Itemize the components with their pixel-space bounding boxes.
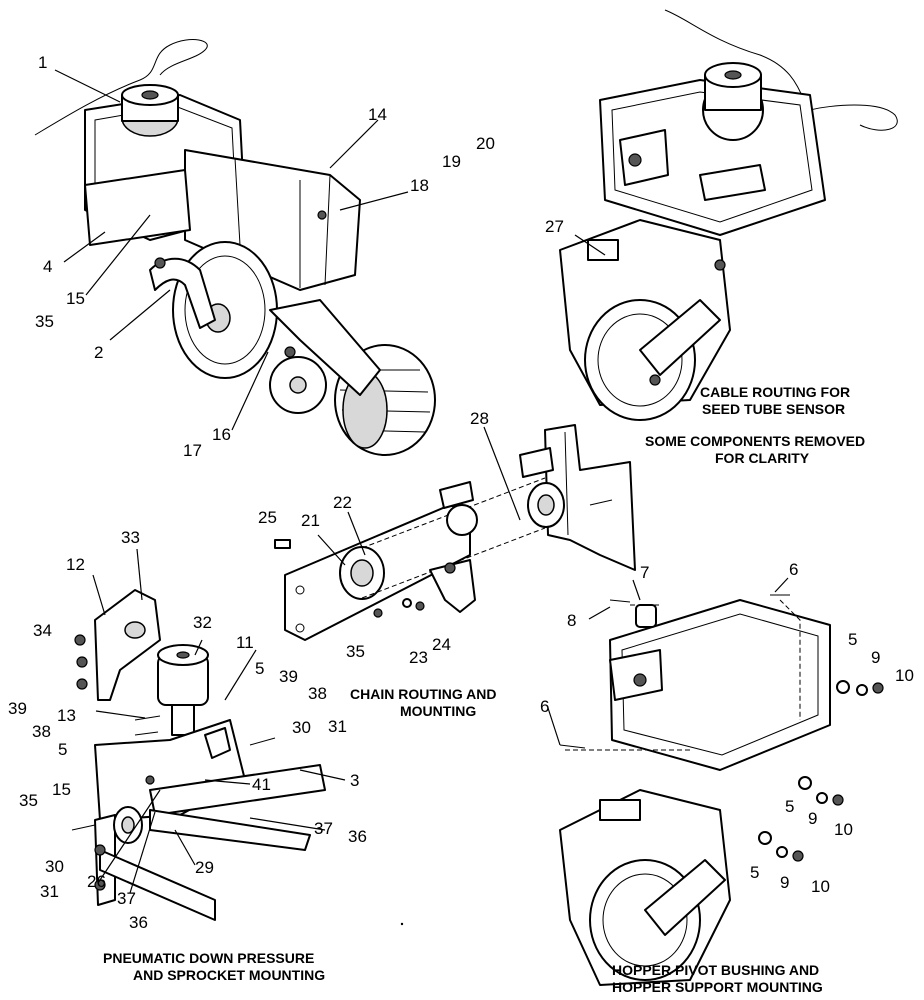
callout-12: 12 — [66, 555, 85, 574]
callout-4: 4 — [43, 257, 53, 276]
callout-27: 27 — [545, 217, 564, 236]
callout-34: 34 — [33, 621, 52, 640]
callout-30-right: 30 — [292, 718, 311, 737]
callout-21: 21 — [301, 511, 320, 530]
callout-16: 16 — [212, 425, 231, 444]
caption-line: SOME COMPONENTS REMOVED — [645, 433, 866, 449]
callout-8: 8 — [567, 611, 577, 630]
callout-14: 14 — [368, 105, 387, 124]
chain-routing-view — [274, 424, 636, 641]
callout-15: 15 — [66, 289, 85, 308]
callout-38-right: 38 — [308, 684, 327, 703]
callout-35: 35 — [35, 312, 54, 331]
callout-36-right: 36 — [348, 827, 367, 846]
callout-20: 20 — [476, 134, 495, 153]
leader-lines — [54, 69, 789, 894]
row-unit-assembly-view — [34, 39, 436, 456]
callout-37-left: 37 — [117, 889, 136, 908]
callout-1: 1 — [38, 53, 48, 72]
callout-13: 13 — [57, 706, 76, 725]
callout-7: 7 — [640, 563, 650, 582]
caption-line: HOPPER SUPPORT MOUNTING — [612, 979, 823, 995]
callout-38-left: 38 — [32, 722, 51, 741]
callout-18: 18 — [410, 176, 429, 195]
callout-29: 29 — [195, 858, 214, 877]
callout-10-hopper-mid: 10 — [834, 820, 853, 839]
callout-32: 32 — [193, 613, 212, 632]
caption-chain-routing: CHAIN ROUTING AND MOUNTING — [350, 686, 496, 720]
callout-39-left: 39 — [8, 699, 27, 718]
cable-routing-view — [559, 9, 898, 421]
callout-35-pneumatic: 35 — [19, 791, 38, 810]
caption-cable-routing: CABLE ROUTING FOR SEED TUBE SENSOR — [700, 384, 850, 418]
callout-10-hopper-top: 10 — [895, 666, 914, 685]
callout-6-left: 6 — [540, 697, 550, 716]
callout-25: 25 — [258, 508, 277, 527]
callout-39-right: 39 — [279, 667, 298, 686]
stray-dot — [400, 922, 404, 926]
callout-31-left: 31 — [40, 882, 59, 901]
callout-31-right: 31 — [328, 717, 347, 736]
callout-23: 23 — [409, 648, 428, 667]
caption-components-removed: SOME COMPONENTS REMOVED FOR CLARITY — [645, 433, 865, 467]
caption-hopper-pivot: HOPPER PIVOT BUSHING AND HOPPER SUPPORT … — [612, 962, 823, 996]
callout-5-hopper-mid: 5 — [785, 797, 795, 816]
callout-5-pneumatic-top: 5 — [255, 659, 265, 678]
callout-11: 11 — [236, 633, 254, 652]
caption-pneumatic: PNEUMATIC DOWN PRESSURE AND SPROCKET MOU… — [103, 950, 325, 984]
pneumatic-down-pressure-view — [71, 589, 326, 921]
caption-line: HOPPER PIVOT BUSHING AND — [612, 962, 820, 978]
caption-line: CHAIN ROUTING AND — [350, 686, 497, 702]
callout-35-chain: 35 — [346, 642, 365, 661]
caption-line: SEED TUBE SENSOR — [702, 401, 846, 417]
callout-36-left: 36 — [129, 913, 148, 932]
caption-line: MOUNTING — [400, 703, 477, 719]
callout-41: 41 — [252, 775, 271, 794]
callout-2: 2 — [94, 343, 104, 362]
callout-15-pneumatic: 15 — [52, 780, 71, 799]
callout-30-left: 30 — [45, 857, 64, 876]
callout-28: 28 — [470, 409, 489, 428]
callout-37-right: 37 — [314, 819, 333, 838]
caption-line: CABLE ROUTING FOR — [700, 384, 851, 400]
callout-10-hopper-low: 10 — [811, 877, 830, 896]
callout-5-hopper-low: 5 — [750, 863, 760, 882]
callout-6-top: 6 — [789, 560, 799, 579]
caption-line: AND SPROCKET MOUNTING — [133, 967, 326, 983]
callout-26: 26 — [87, 872, 106, 891]
caption-line: FOR CLARITY — [715, 450, 810, 466]
callout-33: 33 — [121, 528, 140, 547]
callout-9-hopper-top: 9 — [871, 648, 881, 667]
callout-5-hopper-top: 5 — [848, 630, 858, 649]
callout-17: 17 — [183, 441, 202, 460]
callout-22: 22 — [333, 493, 352, 512]
callout-9-hopper-low: 9 — [780, 873, 790, 892]
hopper-pivot-view — [559, 594, 884, 986]
callout-5-pneumatic-left: 5 — [58, 740, 68, 759]
callout-24: 24 — [432, 635, 451, 654]
callout-3: 3 — [350, 771, 360, 790]
caption-line: PNEUMATIC DOWN PRESSURE — [103, 950, 315, 966]
callout-9-hopper-mid: 9 — [808, 809, 818, 828]
callout-19: 19 — [442, 152, 461, 171]
